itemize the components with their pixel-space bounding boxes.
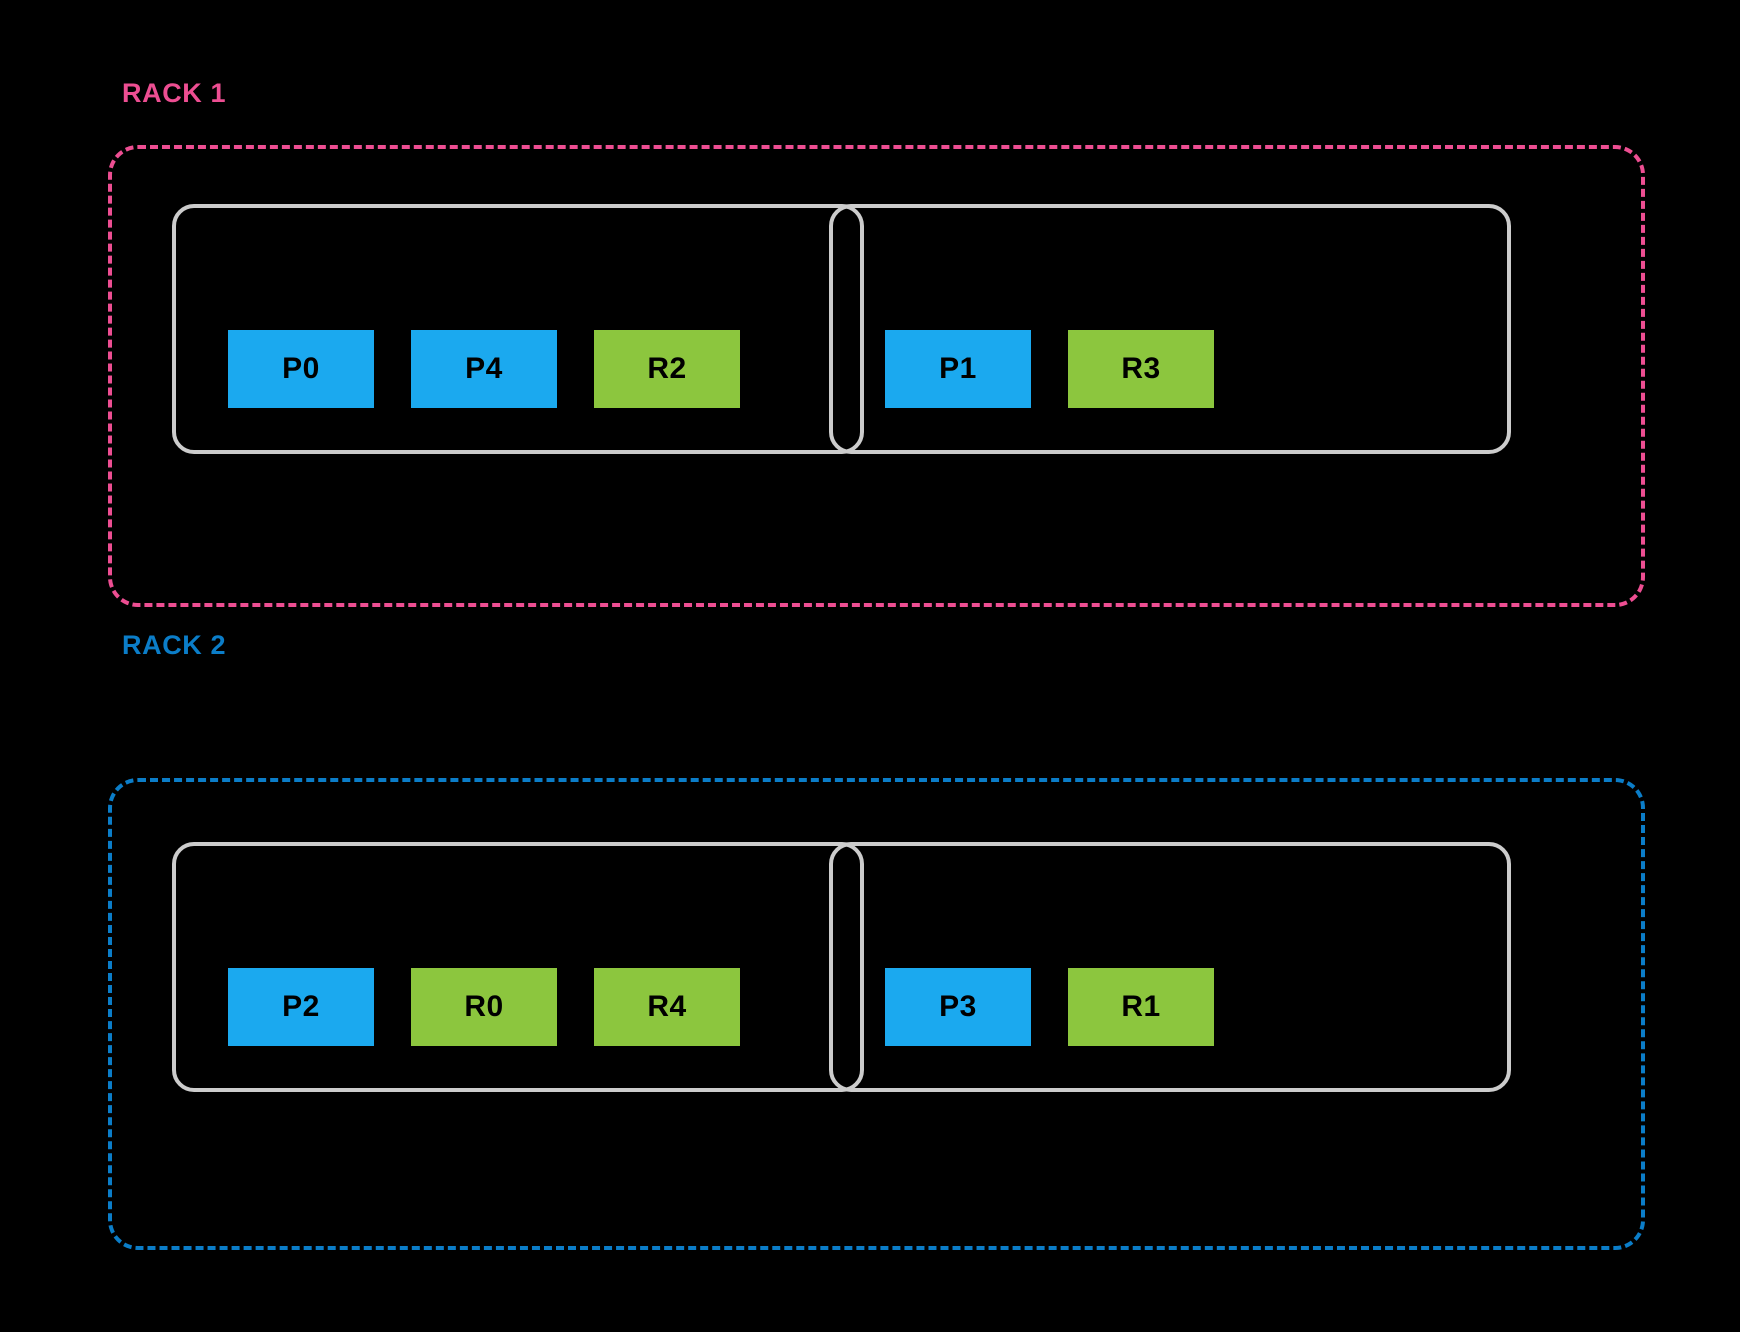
replica-chip-r0[interactable]: R0: [411, 968, 557, 1046]
replica-chip-r4[interactable]: R4: [594, 968, 740, 1046]
partition-chip-p3[interactable]: P3: [885, 968, 1031, 1046]
chip-row: P2 R0 R4: [176, 968, 740, 1088]
partition-chip-p4[interactable]: P4: [411, 330, 557, 408]
partition-chip-p0[interactable]: P0: [228, 330, 374, 408]
chip-row: P1 R3: [833, 330, 1214, 450]
chip-row: P0 P4 R2: [176, 330, 740, 450]
rack-label-rack-2: RACK 2: [122, 630, 227, 660]
broker-group-rack1-broker2: P1 R3: [829, 204, 1511, 454]
rack-boundary-rack-1: P0 P4 R2 P1 R3: [108, 145, 1645, 607]
broker-group-rack1-broker1: P0 P4 R2: [172, 204, 864, 454]
chip-row: P3 R1: [833, 968, 1214, 1088]
broker-group-rack2-broker1: P2 R0 R4: [172, 842, 864, 1092]
rack-label-rack-1: RACK 1: [122, 78, 227, 108]
broker-group-rack2-broker2: P3 R1: [829, 842, 1511, 1092]
replica-chip-r2[interactable]: R2: [594, 330, 740, 408]
replica-chip-r1[interactable]: R1: [1068, 968, 1214, 1046]
partition-chip-p1[interactable]: P1: [885, 330, 1031, 408]
partition-chip-p2[interactable]: P2: [228, 968, 374, 1046]
rack-boundary-rack-2: P2 R0 R4 P3 R1: [108, 778, 1645, 1250]
replica-chip-r3[interactable]: R3: [1068, 330, 1214, 408]
